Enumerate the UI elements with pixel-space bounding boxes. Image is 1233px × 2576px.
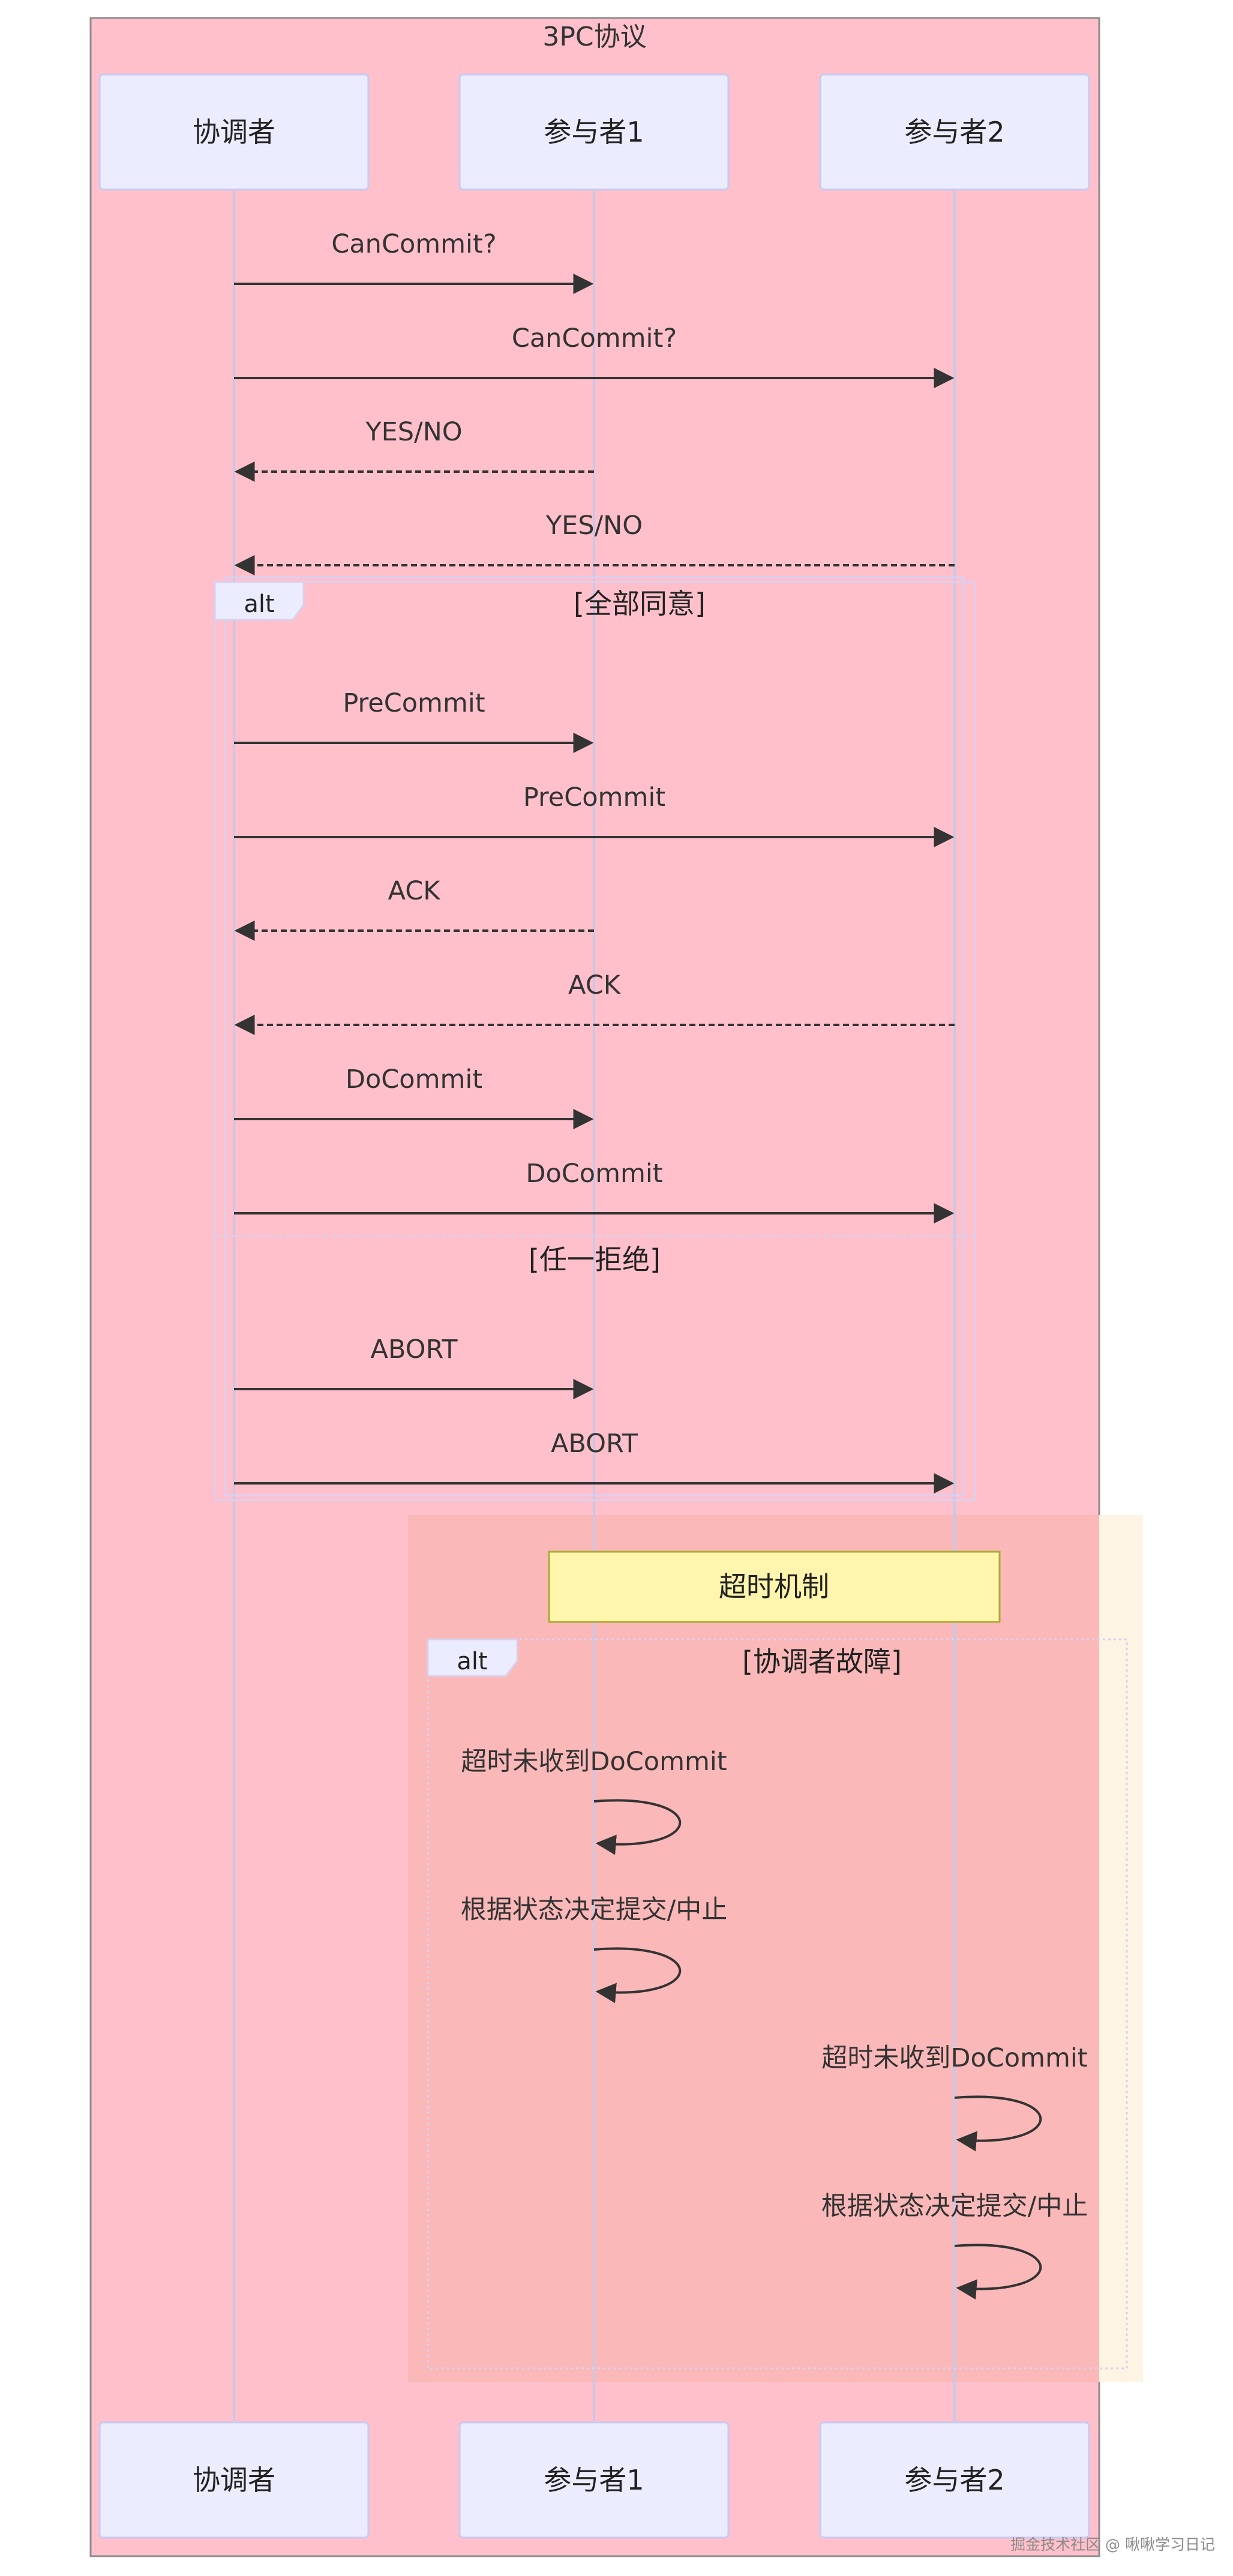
message-label-12: ABORT — [551, 1429, 638, 1459]
timeout-note: 超时机制 — [548, 1551, 1001, 1623]
alt2-condition: [协调者故障] — [742, 1645, 902, 1678]
actor-coordinator-bottom: 协调者 — [98, 2421, 370, 2539]
alt2-keyword: alt — [457, 1648, 487, 1675]
alt-frame-consensus: alt [全部同意] [任一拒绝] — [214, 576, 976, 1501]
svg-text:参与者1: 参与者1 — [544, 2464, 644, 2496]
actor-coordinator-top: 协调者 — [98, 73, 370, 191]
message-label-1: CanCommit? — [331, 229, 496, 259]
actor-p2-top: 参与者2 — [819, 73, 1090, 191]
self-message-label-2: 根据状态决定提交/中止 — [461, 1895, 728, 1925]
watermark: 掘金技术社区 @ 啾啾学习日记 — [1010, 2536, 1215, 2553]
message-label-3: YES/NO — [365, 417, 462, 447]
alt-frame-coordinator-failure: alt [协调者故障] — [427, 1638, 1128, 2370]
alt-keyword: alt — [244, 590, 274, 618]
self-messages: 超时未收到DoCommit根据状态决定提交/中止超时未收到DoCommit根据状… — [461, 1747, 1088, 2300]
message-label-4: YES/NO — [545, 511, 643, 541]
timeout-region-inner — [408, 1515, 1099, 2382]
protocol-box-title: 3PC协议 — [542, 22, 646, 52]
message-label-10: DoCommit — [526, 1159, 662, 1189]
self-message-arrow-2 — [593, 1947, 682, 2004]
svg-text:参与者2: 参与者2 — [904, 116, 1004, 148]
svg-text:参与者2: 参与者2 — [904, 2464, 1004, 2496]
message-label-7: ACK — [388, 876, 442, 906]
messages: CanCommit? CanCommit? YES/NO YES/NO PreCommi… — [234, 229, 955, 1494]
message-label-5: PreCommit — [343, 688, 485, 718]
self-message-label-1: 超时未收到DoCommit — [461, 1747, 727, 1777]
actor-p1-bottom: 参与者1 — [458, 2421, 730, 2539]
self-message-arrow-1 — [593, 1799, 682, 1855]
message-label-2: CanCommit? — [512, 323, 677, 353]
svg-text:超时机制: 超时机制 — [719, 1570, 829, 1603]
message-label-9: DoCommit — [346, 1064, 482, 1094]
svg-text:协调者: 协调者 — [193, 2464, 275, 2496]
message-label-11: ABORT — [370, 1335, 458, 1365]
svg-text:协调者: 协调者 — [193, 116, 275, 148]
self-message-arrow-4 — [954, 2244, 1042, 2300]
alt-condition: [全部同意] — [574, 587, 706, 620]
message-label-8: ACK — [568, 970, 622, 1000]
actor-p2-bottom: 参与者2 — [819, 2421, 1090, 2539]
actor-p1-top: 参与者1 — [458, 73, 730, 191]
self-message-label-4: 根据状态决定提交/中止 — [821, 2191, 1088, 2221]
message-label-6: PreCommit — [523, 782, 665, 812]
svg-text:参与者1: 参与者1 — [544, 116, 644, 148]
self-message-label-3: 超时未收到DoCommit — [821, 2043, 1087, 2073]
self-message-arrow-3 — [954, 2095, 1042, 2152]
else-condition: [任一拒绝] — [529, 1243, 661, 1276]
